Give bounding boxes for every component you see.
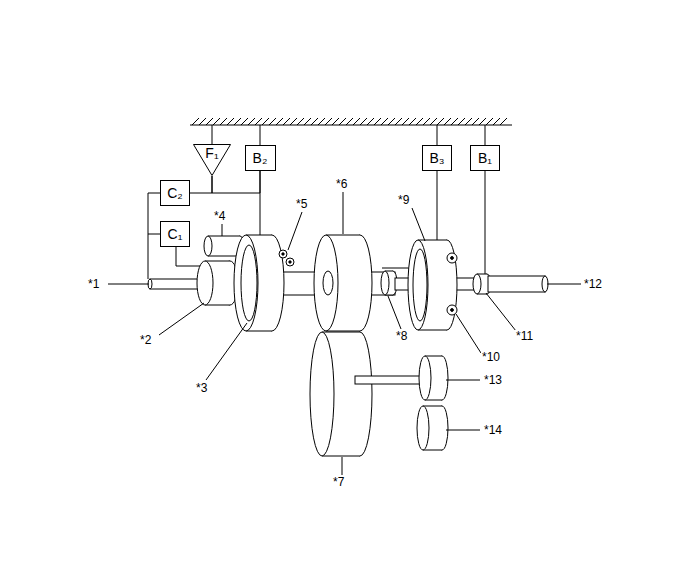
ring-gear [234, 235, 284, 331]
callout-number: *11 [515, 330, 534, 342]
ground-line [190, 125, 512, 126]
clutch-drum [197, 261, 238, 305]
element-box: B₃ [422, 145, 452, 171]
callout-number: *9 [397, 194, 410, 206]
callout-number: *5 [295, 198, 308, 210]
rear-planet-pinions [447, 253, 457, 315]
element-label: B₃ [429, 151, 444, 165]
reduction-gear [419, 356, 448, 400]
counter-drive-gear [314, 235, 372, 331]
leader-lines [108, 192, 581, 475]
output-shaft [488, 276, 548, 292]
callout-number: *12 [583, 278, 603, 290]
ring-gear-output [417, 406, 448, 450]
callout-number: *4 [213, 210, 226, 222]
callout-number: *6 [335, 178, 348, 190]
rear-ring-gear [408, 240, 457, 330]
link-line [212, 171, 260, 193]
element-box: B₁ [470, 145, 500, 171]
element-box: C₁ [160, 221, 190, 247]
callout-number: *2 [139, 334, 152, 346]
element-label: B₁ [478, 151, 492, 165]
element-label: C₂ [167, 186, 183, 200]
link-line [148, 193, 160, 234]
one-way-clutch-symbol: F₁ [193, 144, 231, 176]
element-box: C₂ [160, 180, 190, 206]
callout-number: *1 [87, 278, 100, 290]
callout-number: *13 [483, 374, 503, 386]
callout-number: *10 [481, 351, 501, 363]
planet-pinions [279, 250, 294, 266]
callout-number: *3 [195, 382, 208, 394]
link-line [190, 176, 212, 193]
element-label: F₁ [205, 146, 218, 160]
ground-hatch [192, 118, 507, 125]
element-label: B₂ [253, 151, 268, 165]
callout-number: *7 [332, 476, 345, 488]
element-label: C₁ [168, 227, 183, 241]
counter-driven-gear [310, 332, 421, 456]
callout-number: *14 [483, 424, 503, 436]
element-box: B₂ [245, 145, 276, 171]
callout-number: *8 [395, 330, 408, 342]
